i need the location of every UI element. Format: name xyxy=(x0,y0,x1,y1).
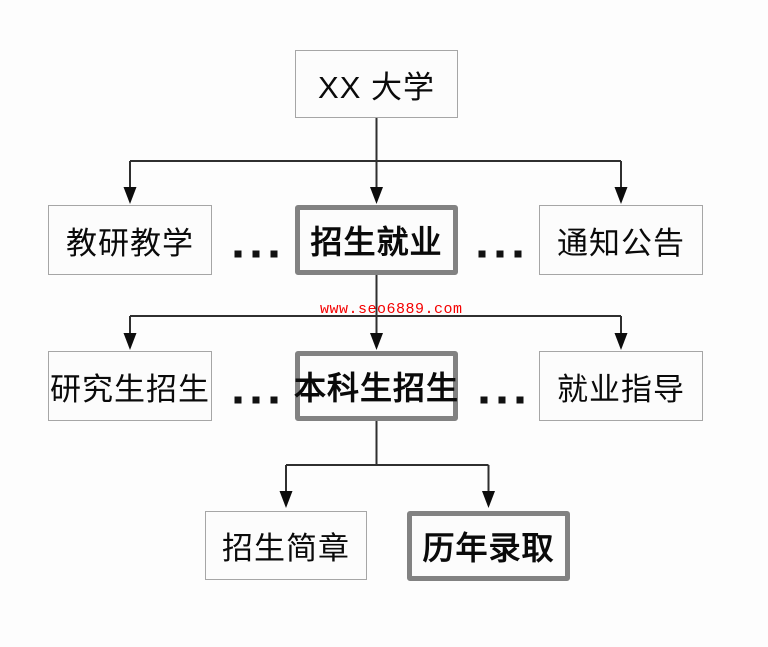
node-admissions-employment: 招生就业 xyxy=(295,205,458,275)
connector-level3-to-level4 xyxy=(279,421,495,508)
arrowhead-icon xyxy=(614,187,628,204)
ellipsis-icon xyxy=(480,396,524,404)
watermark-text: www.seo6889.com xyxy=(320,301,463,318)
arrowhead-icon xyxy=(482,491,495,508)
arrowhead-icon xyxy=(279,491,293,508)
arrowhead-icon xyxy=(123,333,137,350)
node-admission-history: 历年录取 xyxy=(407,511,570,581)
connector-root-to-level2 xyxy=(123,118,628,204)
ellipsis-icon xyxy=(234,396,278,404)
ellipsis-icon xyxy=(478,250,522,258)
arrowhead-icon xyxy=(370,333,383,350)
node-admissions-brochure: 招生简章 xyxy=(205,511,367,580)
arrowhead-icon xyxy=(370,187,383,204)
node-notices-announcements: 通知公告 xyxy=(539,205,703,275)
node-employment-guidance: 就业指导 xyxy=(539,351,703,421)
node-graduate-admissions: 研究生招生 xyxy=(48,351,212,421)
connector-level2-to-level3 xyxy=(123,275,628,350)
arrowhead-icon xyxy=(123,187,137,204)
arrowhead-icon xyxy=(614,333,628,350)
ellipsis-icon xyxy=(234,250,278,258)
node-university-root: XX 大学 xyxy=(295,50,458,118)
node-undergraduate-admissions: 本科生招生 xyxy=(294,351,458,421)
node-teaching-research: 教研教学 xyxy=(48,205,212,275)
